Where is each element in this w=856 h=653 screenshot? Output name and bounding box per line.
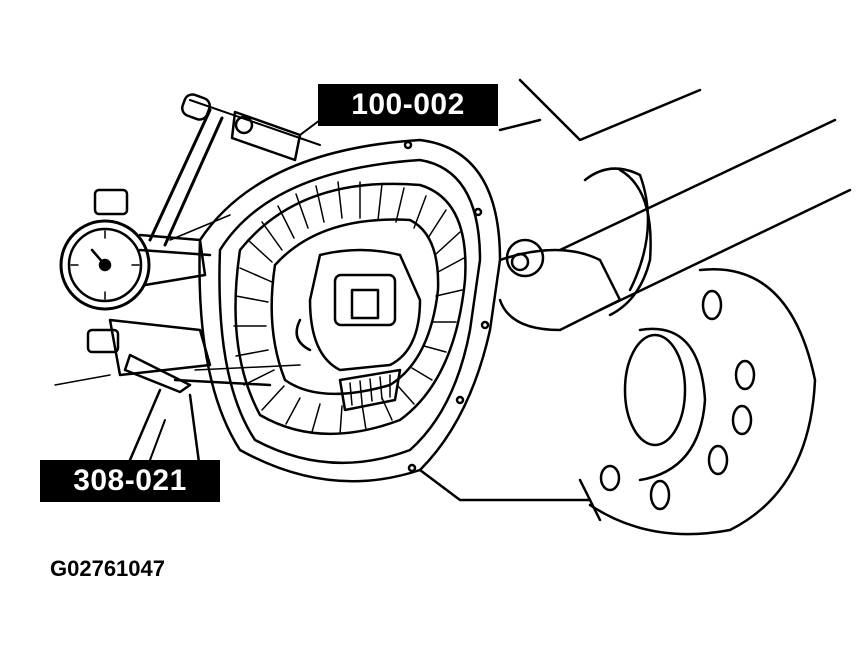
lug-hole bbox=[599, 464, 621, 492]
reference-lines bbox=[54, 214, 301, 386]
differential-housing bbox=[198, 138, 622, 502]
lug-hole bbox=[734, 359, 756, 391]
figure-id: G02761047 bbox=[50, 556, 165, 581]
axle-tube bbox=[498, 78, 852, 317]
wheel-flange bbox=[578, 267, 817, 536]
lug-hole bbox=[701, 289, 723, 321]
lug-hole bbox=[707, 444, 729, 476]
tool-label-308-021: 308-021 bbox=[40, 460, 220, 502]
tool-label-100-002: 100-002 bbox=[318, 84, 498, 126]
magnetic-base-icon bbox=[86, 318, 272, 472]
dial-indicator-icon bbox=[59, 93, 321, 311]
differential-case bbox=[295, 248, 422, 412]
ring-gear bbox=[233, 181, 467, 436]
lug-hole bbox=[649, 479, 671, 511]
leader-lines bbox=[149, 119, 321, 461]
lug-hole bbox=[731, 404, 753, 436]
